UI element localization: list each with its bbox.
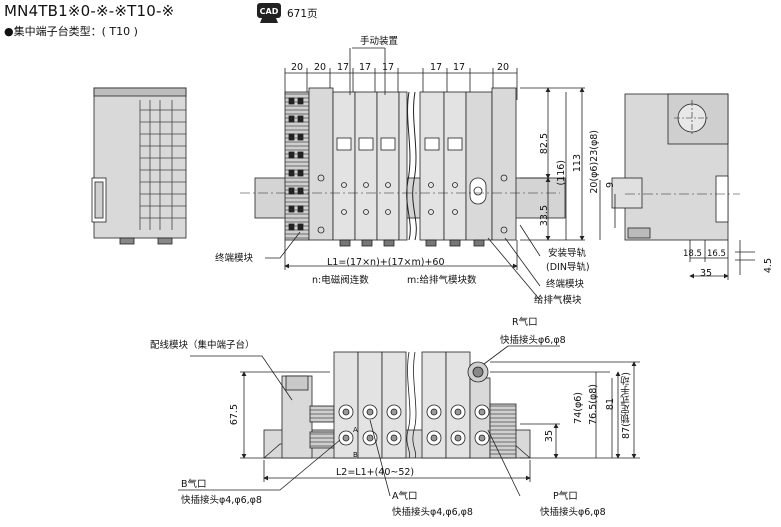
a-fitting-label: 快插接头φ4,φ6,φ8 <box>392 507 473 518</box>
b-fitting-label: 快插接头φ4,φ6,φ8 <box>181 495 262 506</box>
left-side-view <box>91 87 187 245</box>
dim-116: (116) <box>556 160 567 186</box>
port-a-mark: A <box>353 426 358 434</box>
dim-top-7: 17 <box>453 62 466 73</box>
subtitle: ●集中端子台类型：( T10 ) <box>4 25 138 38</box>
l1-formula: L1=(17×n)+(17×m)+60 <box>327 257 445 268</box>
dim-82-5: 82.5 <box>539 133 550 155</box>
dim-18-5: 18.5 <box>683 249 702 259</box>
front-view <box>178 345 640 497</box>
dim-top-6: 17 <box>430 62 443 73</box>
terminal-module-label: 终端模块 <box>215 253 254 264</box>
dim-top-2: 20 <box>314 62 327 73</box>
dim-top-8: 20 <box>497 62 510 73</box>
r-fitting-label: 快插接头φ6,φ8 <box>500 335 566 346</box>
dim-81: 81 <box>605 398 616 411</box>
dim-4-5: 4.5 <box>763 258 774 274</box>
a-port-label: A气口 <box>392 491 418 502</box>
manual-device-label: 手动装置 <box>360 36 399 47</box>
dim-top-4: 17 <box>359 62 372 73</box>
dim-113: 113 <box>572 154 583 173</box>
dim-top-5: 17 <box>382 62 395 73</box>
b-port-label: B气口 <box>181 479 207 490</box>
n-note: n:电磁阀连数 <box>312 275 369 286</box>
cad-icon[interactable]: CAD <box>256 2 282 28</box>
p-fitting-label: 快插接头φ6,φ8 <box>540 507 606 518</box>
l2-formula: L2=L1+(40~52) <box>336 467 415 478</box>
page-title: MN4TB1※0-※-※T10-※ <box>4 2 175 20</box>
dim-top-1: 20 <box>291 62 304 73</box>
dim-9: 9 <box>605 182 616 189</box>
dim-33-5: 33.5 <box>539 205 550 227</box>
dim-phi: 20(φ6)23(φ8) <box>589 130 600 194</box>
dim-74: 74(φ6) <box>573 392 584 424</box>
p-port-label: P气口 <box>553 491 578 502</box>
cad-label: CAD <box>260 7 279 16</box>
r-port-label: R气口 <box>512 317 538 328</box>
dim-67-5: 67.5 <box>229 404 240 426</box>
port-b-mark: B <box>353 451 358 459</box>
dim-87: 87(锁定式手动) <box>621 372 632 440</box>
dim-76-5: 76.5(φ8) <box>588 384 599 425</box>
dim-35-side: 35 <box>700 268 713 279</box>
m-note: m:给排气模块数 <box>407 275 477 286</box>
wiring-module-label: 配线模块（集中端子台） <box>150 340 255 351</box>
right-side-view <box>599 93 755 280</box>
cad-page-link[interactable]: 671页 <box>287 8 318 20</box>
end-module-label: 终端模块 <box>546 279 585 290</box>
top-view <box>240 47 585 301</box>
dim-top-3: 17 <box>337 62 350 73</box>
rail-label: 安装导轨 <box>548 248 587 259</box>
din-label: (DIN导轨) <box>546 262 590 273</box>
supply-module-label: 给排气模块 <box>534 295 582 306</box>
dim-35-front: 35 <box>544 430 555 443</box>
dim-16-5: 16.5 <box>707 249 726 259</box>
